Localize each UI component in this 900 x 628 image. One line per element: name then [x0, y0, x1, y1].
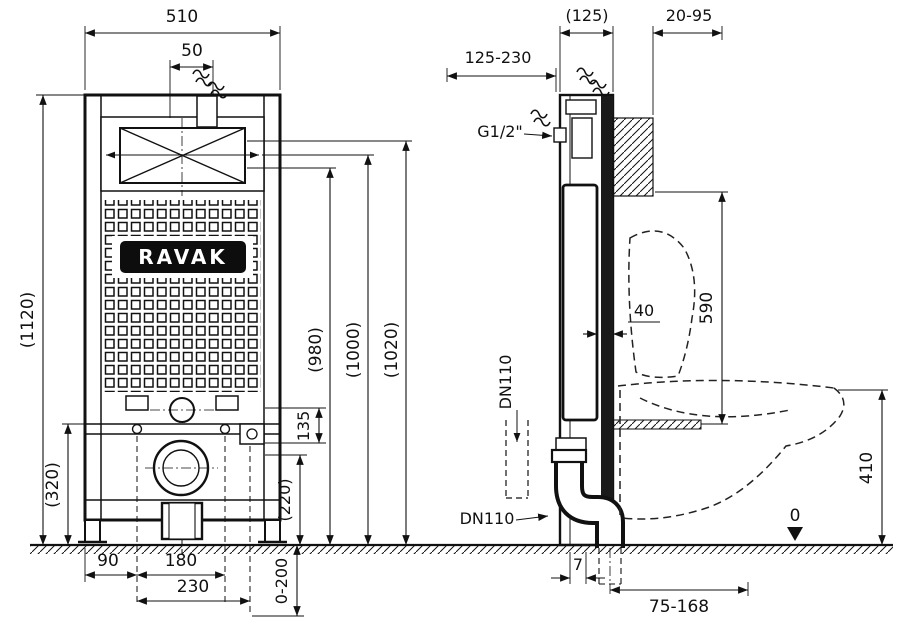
dim-180: 180 [137, 551, 225, 579]
dim-50: 50 [169, 41, 214, 118]
threaded-rod [612, 419, 702, 430]
toilet-outline [617, 230, 845, 520]
label-dn110-outlet: DN110 [460, 509, 549, 528]
wall-rail [601, 96, 613, 544]
dim-label: 75-168 [649, 597, 709, 617]
dim-1120: (1120) [18, 94, 85, 545]
dim-label: 230 [177, 577, 209, 597]
mounting-grid [104, 200, 261, 392]
dim-label: (220) [275, 478, 294, 521]
level-triangle-icon [787, 527, 803, 541]
ground-line [30, 543, 893, 554]
dim-7: 7 [551, 552, 605, 584]
dim-label: (1120) [18, 292, 38, 349]
dim-20-95: 20-95 [652, 6, 723, 115]
dim-135: 135 [265, 407, 326, 444]
dim-230: 230 [137, 577, 250, 605]
dim-label: 20-95 [666, 6, 713, 25]
side-view: 0 [505, 67, 845, 596]
pipe-label: DN110 [496, 355, 515, 410]
dim-label: 0-200 [272, 558, 291, 605]
dim-590: 590 [655, 191, 728, 425]
dim-label: (1000) [344, 322, 364, 379]
pipe-label: DN110 [460, 509, 515, 528]
dim-980: (980) [247, 167, 336, 545]
dn110-vertical-pipe [505, 410, 529, 499]
water-inlet-fitting [553, 127, 567, 143]
dim-label: 510 [166, 7, 198, 27]
dim-0-200: 0-200 [252, 545, 304, 617]
inlet-label: G1/2" [477, 122, 523, 141]
flush-pipe [196, 95, 218, 128]
front-lower-components [78, 395, 287, 616]
dim-label: (320) [43, 462, 63, 508]
dim-label: (125) [565, 6, 608, 25]
water-wave-icon [576, 67, 597, 85]
wall-hatch-block [612, 117, 654, 197]
label-g12-inlet: G1/2" [477, 122, 553, 141]
flush-plate-opening [100, 95, 265, 196]
side-dimensions: (125) 20-95 125-230 G1/2" 40 [446, 6, 888, 617]
dim-label: 7 [573, 555, 583, 574]
dim-1020: (1020) [247, 140, 412, 545]
brand-logo-text: RAVAK [138, 245, 228, 269]
dim-label: (980) [306, 327, 326, 373]
right-foot [264, 519, 281, 543]
dim-75-168: 75-168 [610, 582, 749, 617]
waste-elbow [550, 448, 625, 596]
ravak-logo: RAVAK [120, 241, 246, 273]
water-wave-icon [589, 79, 610, 97]
dim-410: 410 [838, 389, 888, 545]
ground-hatch [30, 546, 893, 554]
dim-40: 40 [583, 301, 660, 338]
flush-pipe-side [571, 117, 593, 159]
dim-125: (125) [559, 6, 614, 92]
dim-320: (320) [43, 423, 85, 545]
floor-level-marker: 0 [787, 506, 803, 541]
dim-1000: (1000) [262, 154, 374, 545]
dim-label: 410 [857, 452, 877, 484]
dim-label: 90 [97, 551, 119, 571]
dim-label: 50 [181, 41, 203, 61]
dim-125-230: 125-230 [446, 48, 557, 92]
cistern-tank [561, 183, 599, 422]
water-wave-icon [530, 109, 551, 127]
dim-510: 510 [84, 7, 281, 90]
dim-label: 125-230 [465, 48, 532, 67]
dim-label: (1020) [382, 322, 402, 379]
level-label: 0 [790, 506, 801, 526]
dim-label: 135 [294, 411, 313, 442]
dim-label: 40 [634, 301, 654, 320]
front-view: RAVAK [78, 69, 287, 616]
dim-label: 180 [165, 551, 197, 571]
front-dimensions: 510 50 (1120) (320) (980) (1000) [18, 7, 412, 617]
dim-label: 590 [697, 292, 717, 324]
dim-220: (220) [265, 454, 307, 545]
left-foot [84, 519, 101, 543]
label-dn110-vertical: DN110 [496, 355, 515, 410]
